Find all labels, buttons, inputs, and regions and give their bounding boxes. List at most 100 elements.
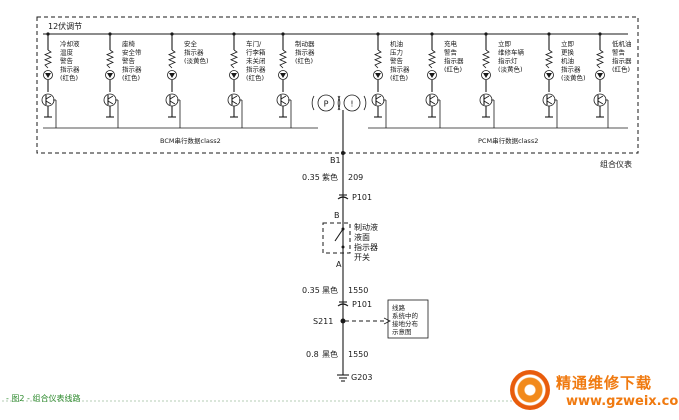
indicator-resistor-3 (229, 49, 239, 69)
indicator-8-label-2: 机油 (561, 56, 574, 65)
brake-p-symbol: P (311, 94, 341, 112)
indicator-3-label-4: (红色) (246, 73, 264, 82)
indicator-driver-icon-8 (542, 93, 556, 107)
wire-2-gauge: 0.35 (302, 286, 320, 295)
indicator-driver-c-8 (546, 95, 553, 100)
indicator-8-label-0: 立即 (561, 39, 574, 48)
indicator-group: 冷却液温度警告指示器(红色)座椅安全带警告指示器(红色)安全指示器(淡黄色)车门… (41, 32, 632, 128)
indicator-1-label-4: (红色) (122, 73, 140, 82)
indicator-4-label-1: 指示器 (295, 48, 315, 57)
indicator-led-icon-9 (595, 70, 605, 80)
indicator-led-icon-2 (167, 70, 177, 80)
indicator-diode-1 (107, 73, 113, 78)
indicator-driver-e-2 (169, 100, 176, 105)
indicator-node-8 (547, 32, 551, 36)
indicator-2-label-1: 指示器 (184, 48, 204, 57)
indicator-driver-icon-5 (371, 93, 385, 107)
connector-p101-top-label: P101 (352, 193, 372, 202)
indicator-3-label-3: 指示器 (246, 65, 266, 74)
indicator-9-label-0: 低机油 (612, 39, 632, 48)
indicator-9-label-2: 指示器 (612, 56, 632, 65)
wire-1-circuit: 209 (348, 173, 363, 182)
indicator-led-icon-6 (427, 70, 437, 80)
indicator-node-0 (46, 32, 50, 36)
indicator-driver-c-3 (231, 95, 238, 100)
ground-dist-label-3: 示意图 (392, 327, 412, 336)
indicator-1-label-0: 座椅 (122, 39, 136, 48)
indicator-driver-c-7 (483, 95, 490, 100)
indicator-1-label-1: 安全带 (122, 48, 142, 57)
indicator-driver-c-5 (375, 95, 382, 100)
indicator-driver-icon-7 (479, 93, 493, 107)
wire-3-color: 黑色 (322, 349, 338, 359)
ground-dist-arrow (383, 317, 391, 325)
indicator-diode-0 (45, 73, 51, 78)
indicator-3-label-2: 未关闭 (246, 56, 266, 65)
indicator-node-1 (108, 32, 112, 36)
indicator-0-label-2: 警告 (60, 56, 74, 65)
ground-symbol (337, 374, 349, 382)
indicator-5-label-1: 压力 (390, 48, 403, 57)
indicator-9-label-3: (红色) (612, 65, 630, 74)
indicator-driver-c-6 (429, 95, 436, 100)
indicator-driver-icon-4 (276, 93, 290, 107)
connector-p101-top: P101 (337, 193, 372, 202)
ground-dist-label-2: 接地分布 (392, 319, 419, 328)
indicator-diode-7 (483, 73, 489, 78)
indicator-6-label-0: 充电 (444, 39, 458, 48)
indicator-7-label-0: 立即 (498, 39, 511, 48)
supply-bus-label: 12伏调节 (48, 21, 82, 31)
indicator-diode-3 (231, 73, 237, 78)
switch-label-0: 制动液 (354, 222, 378, 232)
indicator-7-label-1: 维修车辆 (498, 48, 525, 57)
indicator-4-label-2: (红色) (295, 56, 313, 65)
indicator-resistor-4 (278, 49, 288, 69)
indicator-2-label-2: (淡黄色) (184, 56, 209, 65)
indicator-diode-9 (597, 73, 603, 78)
indicator-2-label-0: 安全 (184, 39, 198, 48)
indicator-node-5 (376, 32, 380, 36)
indicator-5-label-3: 指示器 (390, 65, 410, 74)
indicator-0-label-1: 温度 (60, 48, 74, 57)
ground-dist-box: 线路 系统中的 接地分布 示意图 (387, 299, 429, 339)
wire-3-gauge: 0.8 (306, 350, 319, 359)
indicator-driver-e-4 (280, 100, 287, 105)
indicator-resistor-6 (427, 49, 437, 69)
indicator-node-6 (430, 32, 434, 36)
indicator-driver-e-8 (546, 100, 553, 105)
indicator-driver-icon-6 (425, 93, 439, 107)
indicator-diode-4 (280, 73, 286, 78)
figure-caption: - 图2 - 组合仪表线路 (6, 394, 81, 403)
indicator-led-icon-0 (43, 70, 53, 80)
indicator-driver-icon-0 (41, 93, 55, 107)
indicator-led-icon-1 (105, 70, 115, 80)
indicator-driver-icon-2 (165, 93, 179, 107)
indicator-3-label-0: 车门/ (246, 39, 262, 48)
indicator-led-icon-5 (373, 70, 383, 80)
wire-3-circuit: 1550 (348, 350, 368, 359)
indicator-9-label-1: 警告 (612, 48, 626, 57)
ground-label: G203 (351, 373, 372, 382)
indicator-driver-c-0 (45, 95, 52, 100)
indicator-resistor-5 (373, 49, 383, 69)
indicator-6-label-2: 指示器 (444, 56, 464, 65)
indicator-0-label-3: 指示器 (60, 65, 80, 74)
indicator-6-label-1: 警告 (444, 48, 458, 57)
watermark-title: 精通维修下载 (556, 374, 653, 392)
indicator-driver-icon-3 (227, 93, 241, 107)
indicator-8-label-1: 更换 (561, 48, 575, 57)
watermark-url: www.gzweix.com (566, 394, 679, 409)
indicator-node-2 (170, 32, 174, 36)
wire-2-color: 黑色 (322, 285, 338, 295)
indicator-driver-e-6 (429, 100, 436, 105)
connector-b1: B1 (330, 156, 341, 165)
brake-warning-symbol: ! (337, 94, 367, 112)
indicator-1-label-3: 指示器 (122, 65, 142, 74)
